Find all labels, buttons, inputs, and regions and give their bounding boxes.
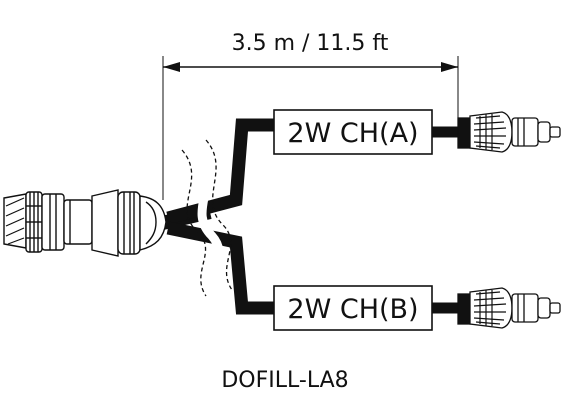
channel-b-label: 2W CH(B) (287, 294, 418, 325)
lower-branch-cable (166, 221, 275, 315)
channel-b-box (273, 285, 433, 331)
plug-a (457, 111, 561, 153)
plug-b (457, 287, 561, 329)
break-mark-left (181, 149, 207, 297)
connector-face-hatching (5, 197, 25, 245)
cable-break-gap (192, 156, 226, 299)
multipin-connector (3, 189, 167, 257)
model-name: DOFILL-LA8 (221, 368, 348, 393)
channel-a-label: 2W CH(A) (287, 118, 418, 149)
channel-a-tag: 2W CH(A) (273, 109, 433, 155)
length-dimension: 3.5 m / 11.5 ft (162, 31, 459, 200)
dimension-arrow-left (163, 62, 180, 72)
break-mark-right (205, 139, 233, 291)
upper-branch-cable (166, 118, 275, 225)
cable-break-marks (181, 139, 233, 297)
plug-a-grip-lines (473, 114, 507, 150)
dimension-label: 3.5 m / 11.5 ft (232, 31, 389, 56)
plug-b-grip-lines (473, 290, 507, 326)
dimension-arrow-right (441, 62, 458, 72)
coupling-ring-ribs (26, 192, 42, 252)
channel-a-box (273, 109, 433, 155)
channel-b-tag: 2W CH(B) (273, 285, 433, 331)
